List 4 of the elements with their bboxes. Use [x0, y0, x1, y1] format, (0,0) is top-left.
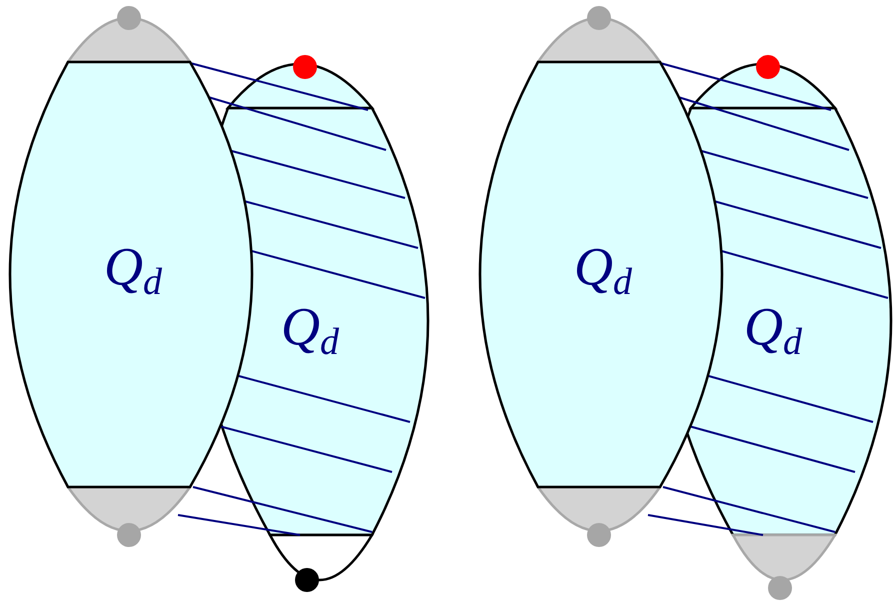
math-label: Q$_{d}$ [574, 239, 632, 301]
math-label: Q$_{d}$ [744, 299, 802, 361]
math-label: Q$_{d}$ [281, 299, 339, 361]
math-label: Q$_{d}$ [104, 239, 162, 301]
